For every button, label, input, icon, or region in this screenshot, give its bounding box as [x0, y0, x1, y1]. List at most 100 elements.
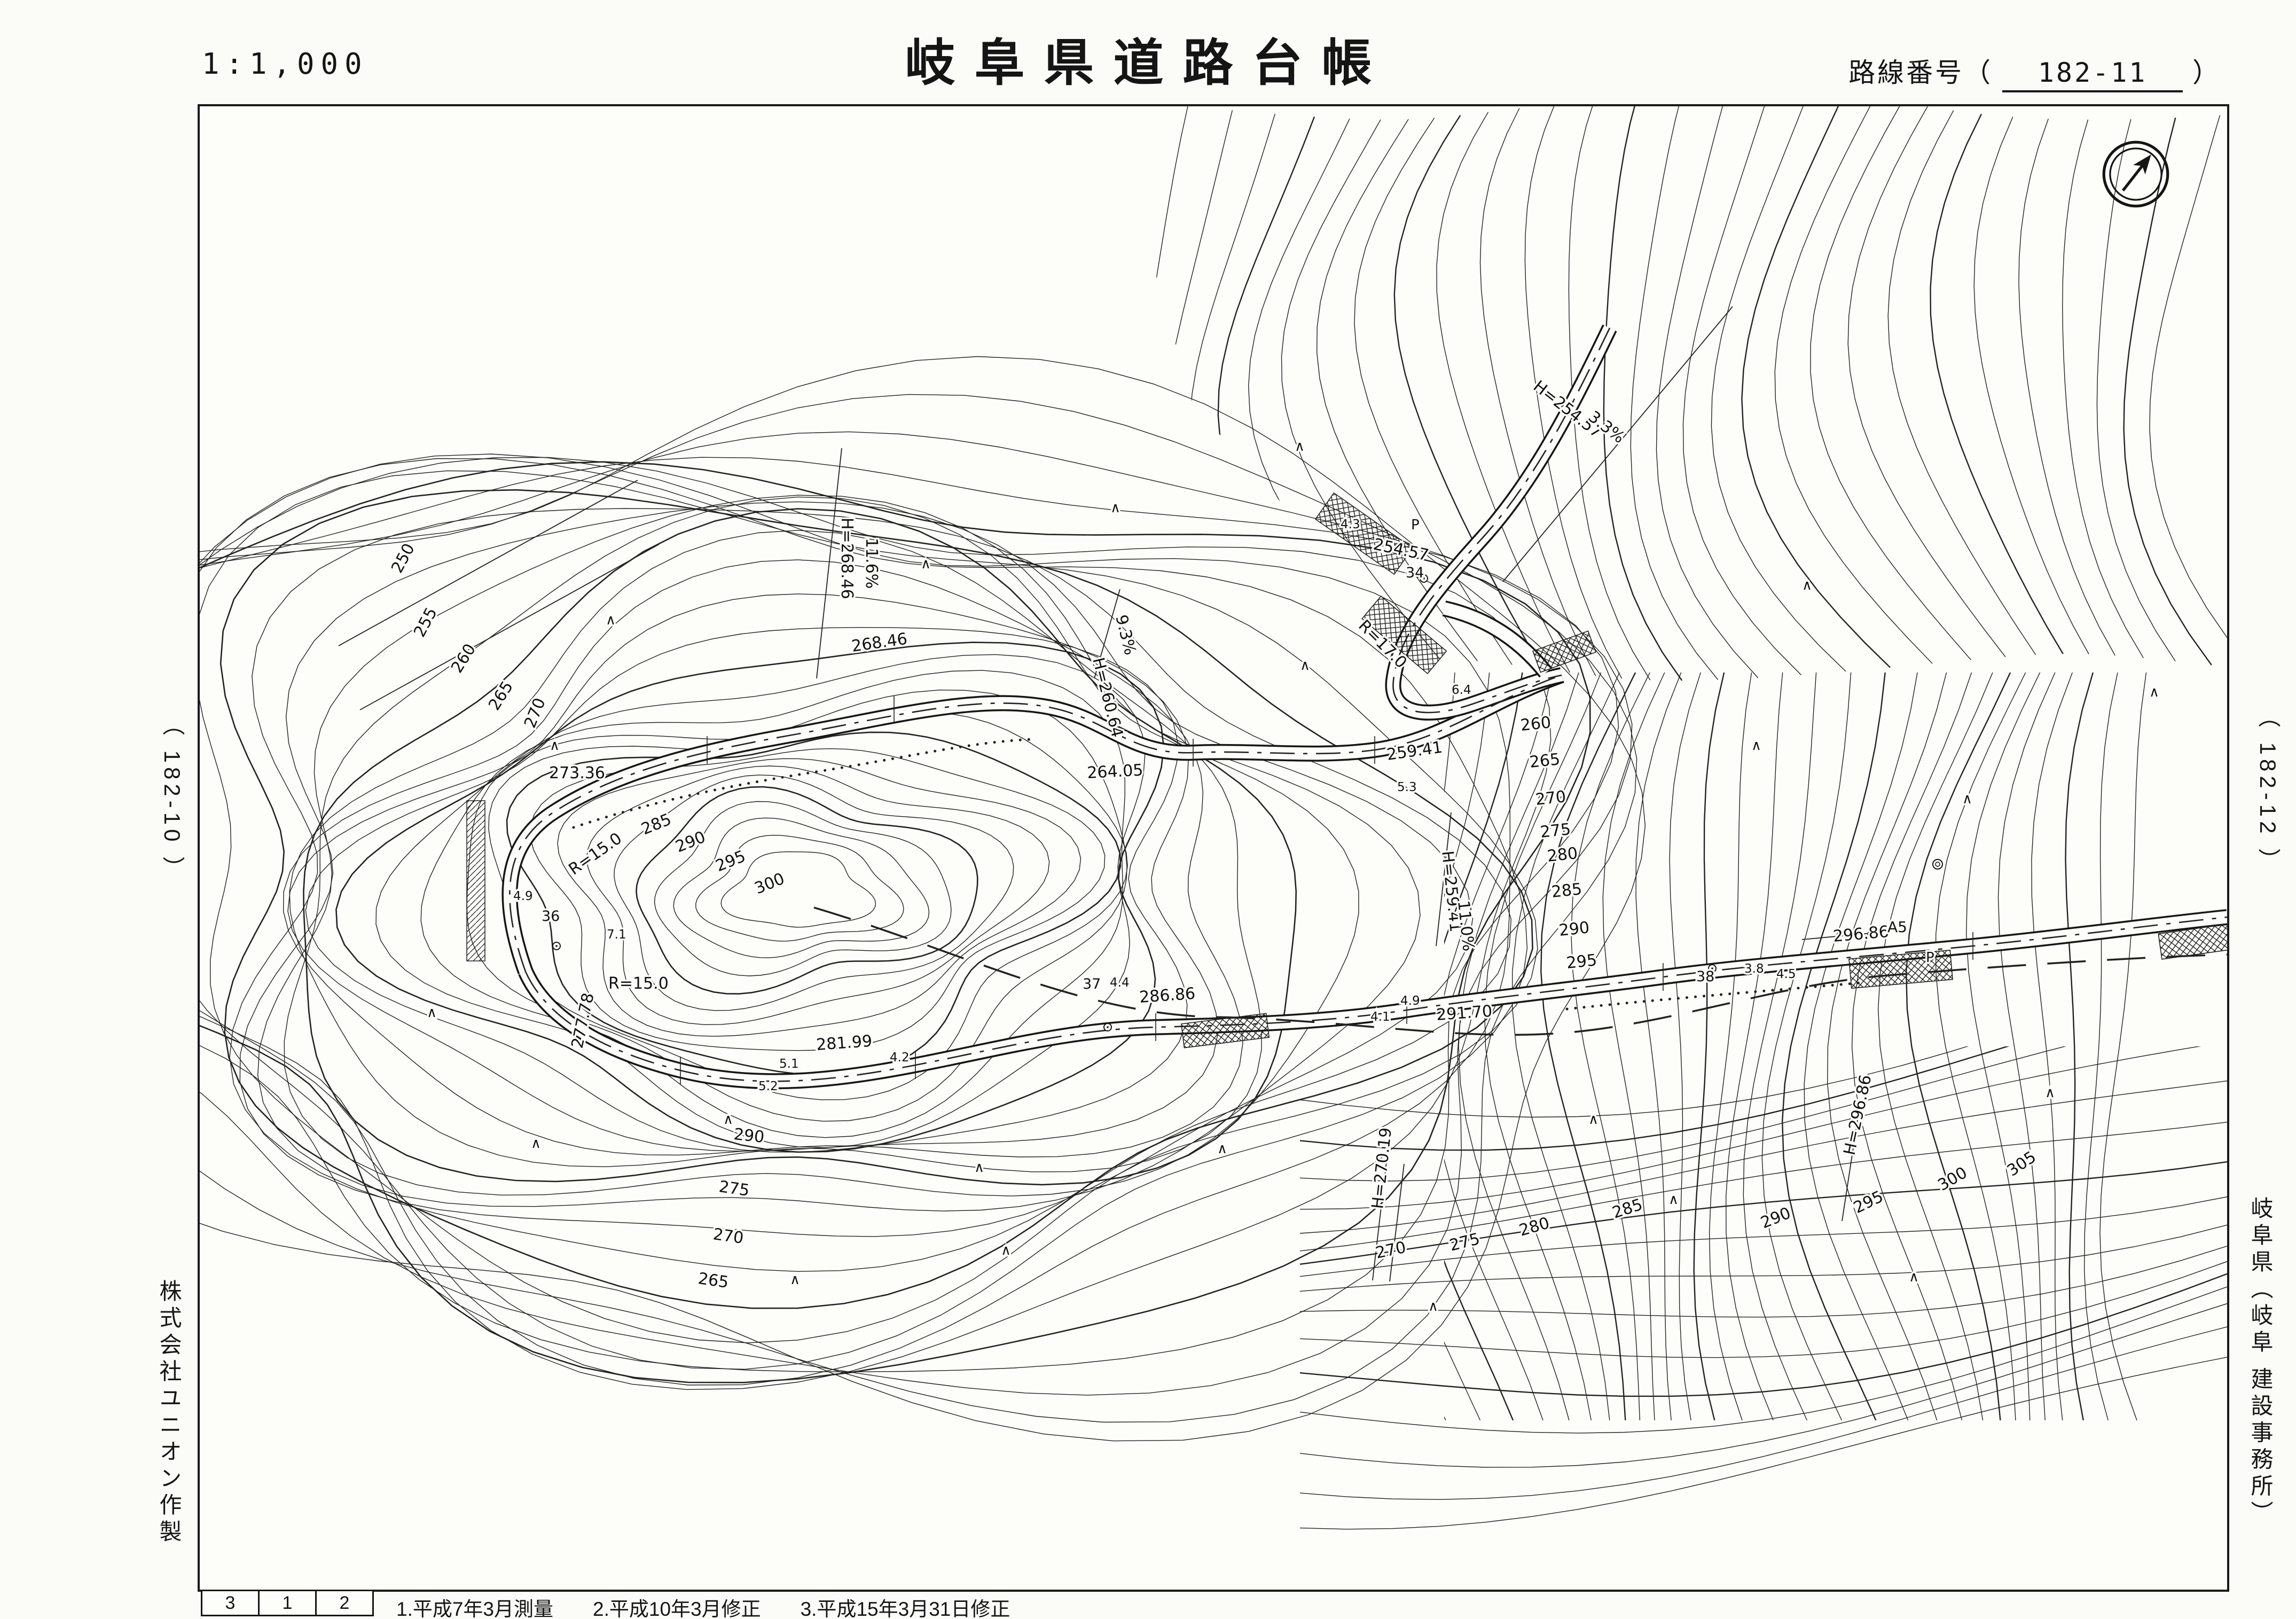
measurement-label: P — [1411, 517, 1420, 533]
revision-notes: 1.平成7年3月測量 2.平成10年3月修正 3.平成15年3月31日修正 — [396, 1593, 1010, 1619]
slope-mark-icon: ∧ — [1751, 738, 1761, 754]
slope-mark-icon: ∧ — [1295, 439, 1305, 455]
revision-note: 1.平成7年3月測量 — [396, 1598, 554, 1619]
contour-elevation-label: 300 — [1935, 1163, 1971, 1195]
measurement-label: 273.36 — [549, 764, 605, 783]
revision-box: 1 — [258, 1590, 317, 1616]
surveyor-credit: 株式会社ユニオン作製 — [156, 1279, 182, 1546]
width-dimension-label: 4.9 — [513, 889, 533, 903]
north-arrow-icon — [2101, 139, 2170, 209]
width-dimension-label: 5.3 — [1397, 780, 1417, 794]
slope-mark-icon: ∧ — [2149, 684, 2159, 700]
contour-elevation-label: 290 — [733, 1125, 765, 1147]
contour-elevation-label: 265 — [485, 678, 517, 714]
contour-elevation-label: 260 — [1519, 713, 1552, 735]
contour-elevation-label: 275 — [718, 1177, 751, 1200]
measurement-label: 9.3% — [1111, 613, 1139, 656]
measurement-label: A5 — [1887, 918, 1907, 936]
contour-elevation-label: 295 — [1851, 1187, 1886, 1218]
office-credit: 岐阜県（岐阜 建設事務所） — [2248, 1196, 2273, 1528]
contour-elevation-label: 275 — [1539, 820, 1572, 842]
contour-elevation-label: 280 — [1546, 844, 1579, 866]
slope-mark-icon: ∧ — [790, 1272, 800, 1288]
measurement-label: R=15.0 — [566, 829, 625, 879]
contour-elevation-label: 285 — [1550, 880, 1583, 902]
route-label: 路線番号（ — [1848, 58, 1993, 88]
contour-elevation-label: 305 — [2004, 1148, 2040, 1180]
scale-label: 1:1,000 — [202, 47, 369, 81]
slope-mark-icon: ∧ — [1802, 577, 1812, 593]
contour-elevation-label: 295 — [713, 847, 748, 876]
roads — [501, 324, 2227, 1090]
station-number-label: 38 — [1696, 968, 1714, 985]
measurement-label: 268.46 — [850, 630, 908, 656]
contour-elevation-label: 270 — [712, 1225, 745, 1248]
line-work — [338, 306, 2227, 1282]
width-dimension-label: 5.2 — [758, 1080, 778, 1093]
adjacent-sheet-right: （ 182-12 ） — [2255, 705, 2281, 875]
measurement-label: H=270.19 — [1368, 1127, 1396, 1209]
measurement-label: 11.6% — [862, 538, 881, 589]
contour-elevation-label: 270 — [1534, 787, 1567, 809]
revision-note: 3.平成15年3月31日修正 — [800, 1598, 1010, 1619]
slope-mark-icon: ∧ — [531, 1136, 541, 1152]
contour-elevation-label: 275 — [1447, 1230, 1482, 1255]
contour-elevation-label: 285 — [1610, 1195, 1645, 1223]
contour-elevation-label: 290 — [673, 828, 708, 857]
measurement-label: 11.0% — [1454, 900, 1478, 952]
route-close-paren: ） — [2192, 58, 2221, 88]
slope-mark-icon: ∧ — [1668, 1192, 1679, 1208]
contour-elevation-label: 250 — [388, 541, 419, 576]
revision-note: 2.平成10年3月修正 — [593, 1598, 761, 1619]
slope-mark-icon: ∧ — [550, 738, 560, 754]
width-dimension-label: 4.3 — [1341, 518, 1360, 531]
width-dimension-label: 4.5 — [1776, 967, 1796, 981]
contours-bottom-right — [1299, 1046, 2227, 1530]
adjacent-sheet-left: （ 182-10 ） — [160, 713, 185, 883]
contours-upper-right — [1137, 106, 2227, 681]
slope-mark-icon: ∧ — [606, 612, 616, 628]
slope-mark-icon: ∧ — [974, 1160, 984, 1176]
station-number-label: 37 — [1083, 976, 1101, 992]
contour-elevation-label: 255 — [410, 605, 441, 640]
width-dimension-label: 4.9 — [1400, 994, 1420, 1008]
revision-box: 3 — [201, 1590, 260, 1616]
measurement-label: 286.86 — [1139, 984, 1196, 1007]
measurement-label: 296.86 — [1832, 922, 1890, 946]
route-number-field: 路線番号（ 182-11 ） — [1848, 51, 2221, 92]
slope-mark-icon: ∧ — [1909, 1269, 1919, 1285]
width-dimension-label: 7.1 — [607, 928, 626, 942]
measurement-label: H=296.86 — [1840, 1073, 1876, 1157]
measurement-label: 281.99 — [816, 1032, 873, 1054]
measurement-label: P — [1926, 950, 1934, 966]
page-title: 岐阜県道路台帳 — [905, 35, 1391, 91]
slope-mark-icon: ∧ — [1217, 1141, 1227, 1157]
slope-mark-icon: ∧ — [2045, 1085, 2055, 1101]
contour-elevation-label: 300 — [752, 870, 787, 898]
slope-mark-icon: ∧ — [1962, 791, 1972, 807]
slope-mark-icon: ∧ — [1588, 1112, 1598, 1128]
route-number: 182-11 — [2002, 57, 2183, 92]
contour-elevation-label: 265 — [1529, 750, 1561, 772]
revision-box: 2 — [315, 1590, 374, 1616]
slope-mark-icon: ∧ — [921, 556, 931, 572]
measurement-label: R=15.0 — [608, 974, 669, 993]
vegetation-marks: ∧∧∧∧∧∧∧∧∧∧∧∧∧∧∧∧∧∧∧∧∧∧ — [425, 437, 2161, 1317]
measurement-label: H=268.46 — [837, 518, 856, 599]
contour-elevation-label: 290 — [1758, 1204, 1793, 1233]
contours-hill — [200, 356, 1646, 1442]
contour-elevation-label: 270 — [1374, 1238, 1407, 1263]
width-dimension-label: 5.1 — [779, 1057, 799, 1071]
contour-elevation-label: 290 — [1558, 918, 1590, 940]
station-marks — [552, 574, 1943, 1031]
width-dimension-label: 3.8 — [1744, 962, 1764, 976]
width-dimension-label: 6.4 — [1452, 683, 1471, 697]
width-dimension-label: 4.4 — [1110, 976, 1130, 990]
slope-mark-icon: ∧ — [427, 1005, 437, 1021]
slope-mark-icon: ∧ — [1300, 658, 1310, 674]
revision-boxes: 3 1 2 — [201, 1590, 374, 1616]
